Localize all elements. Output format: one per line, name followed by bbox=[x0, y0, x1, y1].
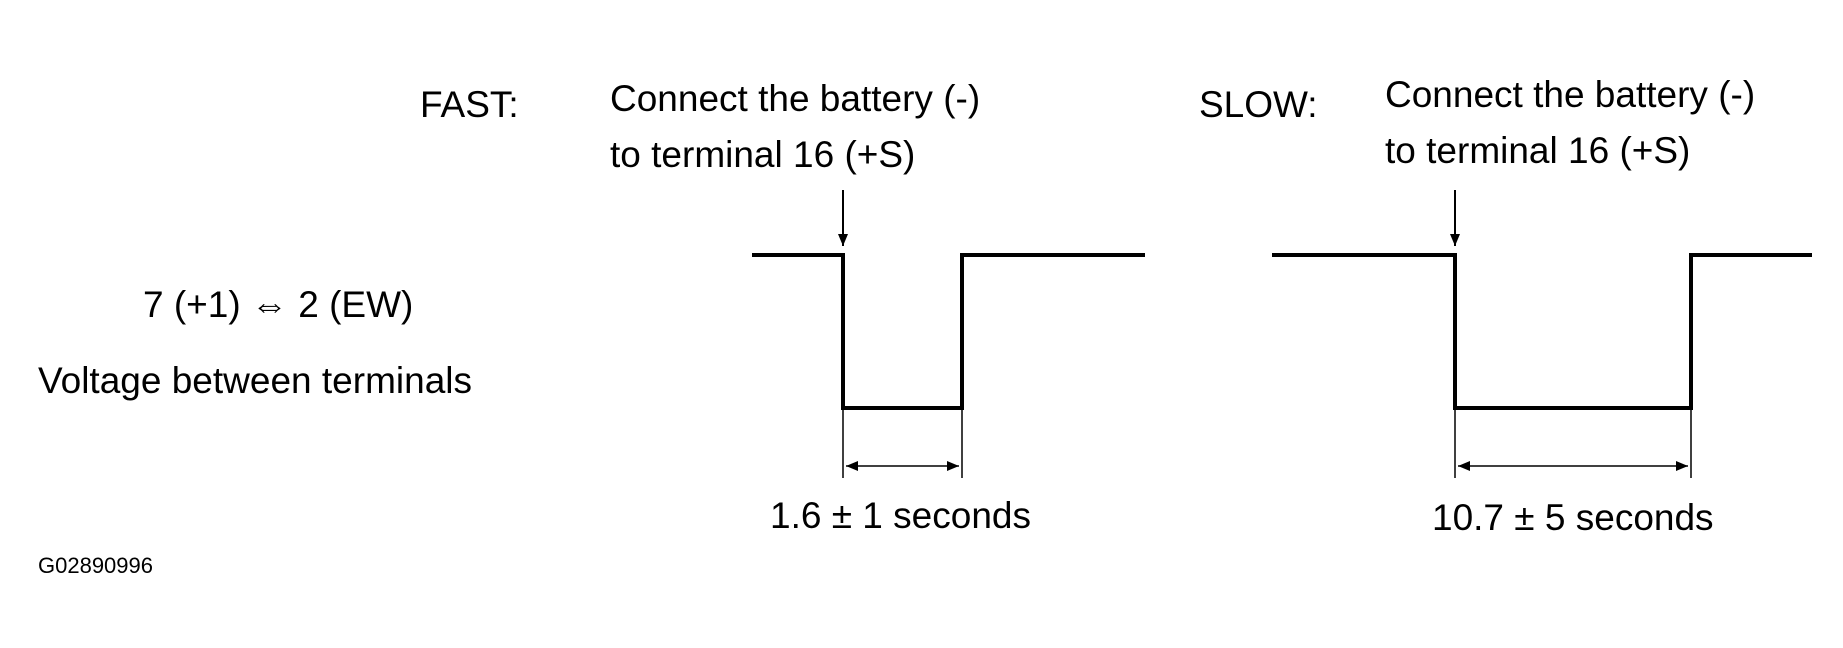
slow-instruction-line1: Connect the battery (-) bbox=[1385, 74, 1756, 115]
fast-instruction-line1: Connect the battery (-) bbox=[610, 78, 981, 119]
slow-mode-label: SLOW: bbox=[1199, 84, 1318, 125]
voltage-description: Voltage between terminals bbox=[38, 360, 472, 401]
fast-pulse-waveform bbox=[752, 253, 1145, 410]
figure-code: G02890996 bbox=[38, 553, 153, 578]
fast-duration-label: 1.6 ± 1 seconds bbox=[770, 495, 1031, 536]
slow-instruction-line2: to terminal 16 (+S) bbox=[1385, 130, 1691, 171]
fast-mode-label: FAST: bbox=[420, 84, 519, 125]
slow-pulse-waveform bbox=[1272, 253, 1812, 410]
slow-duration-label: 10.7 ± 5 seconds bbox=[1432, 497, 1714, 538]
fast-instruction-line2: to terminal 16 (+S) bbox=[610, 134, 916, 175]
terminals-label: 7 (+1) ⇔ 2 (EW) bbox=[143, 284, 414, 325]
